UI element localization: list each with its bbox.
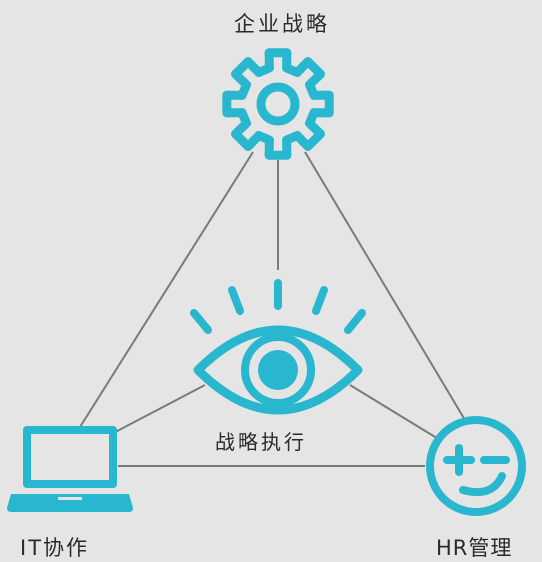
edge-top-right <box>304 151 466 421</box>
node-label-corporate-strategy: 企业战略 <box>234 12 330 36</box>
smiley-face-icon <box>426 416 526 516</box>
eye-icon <box>190 279 366 415</box>
eye-lashes <box>190 279 366 334</box>
gear-icon <box>222 48 334 160</box>
edge-top-left <box>74 151 254 436</box>
laptop-icon <box>7 426 133 512</box>
node-label-it-collaboration: IT协作 <box>20 536 90 560</box>
edge-center-left <box>99 384 206 441</box>
node-label-strategy-execution: 战略执行 <box>215 430 307 454</box>
connector-lines <box>74 151 466 467</box>
eye-pupil <box>258 350 298 390</box>
edge-center-right <box>349 384 441 441</box>
node-label-hr-management: HR管理 <box>436 536 513 560</box>
